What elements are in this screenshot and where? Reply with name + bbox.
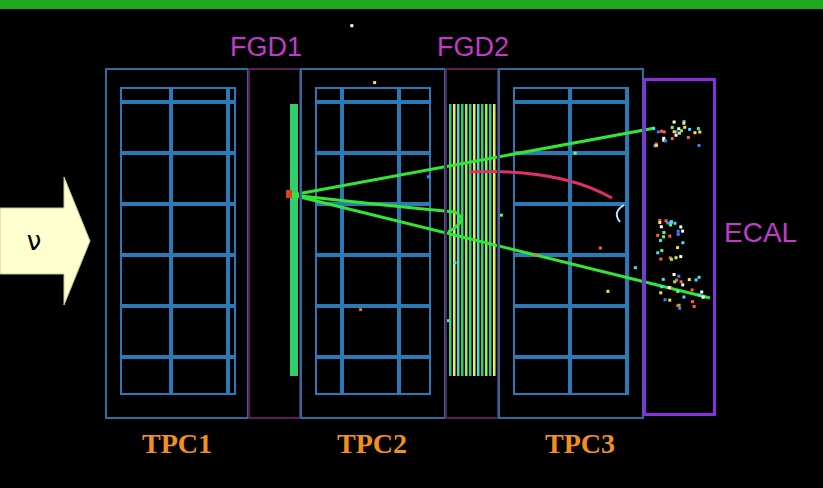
detector-box: FGD2 bbox=[445, 68, 499, 419]
arrow-shape bbox=[0, 175, 92, 307]
detector-label: TPC2 bbox=[337, 430, 407, 458]
neutrino-arrow: ν bbox=[0, 175, 92, 307]
particle-tracks bbox=[292, 128, 710, 298]
tpc-grid bbox=[316, 88, 430, 394]
particle-symbol: ν bbox=[27, 228, 42, 254]
detector-label: FGD1 bbox=[230, 34, 302, 61]
detector-label: FGD2 bbox=[437, 34, 509, 61]
detector-label: ECAL bbox=[724, 219, 797, 247]
tpc-grid bbox=[514, 88, 628, 394]
detector-box: TPC1 bbox=[105, 68, 249, 419]
status-bar bbox=[0, 0, 823, 9]
detector-box: ECAL bbox=[643, 78, 716, 416]
detector-box: TPC3 bbox=[498, 68, 644, 419]
detector-label: TPC3 bbox=[545, 430, 615, 458]
detector-box: FGD1 bbox=[248, 68, 301, 419]
detector-label: TPC1 bbox=[142, 430, 212, 458]
fgd-scintillator bbox=[290, 104, 298, 376]
detector-box: TPC2 bbox=[300, 68, 446, 419]
tpc-grid bbox=[121, 88, 235, 394]
